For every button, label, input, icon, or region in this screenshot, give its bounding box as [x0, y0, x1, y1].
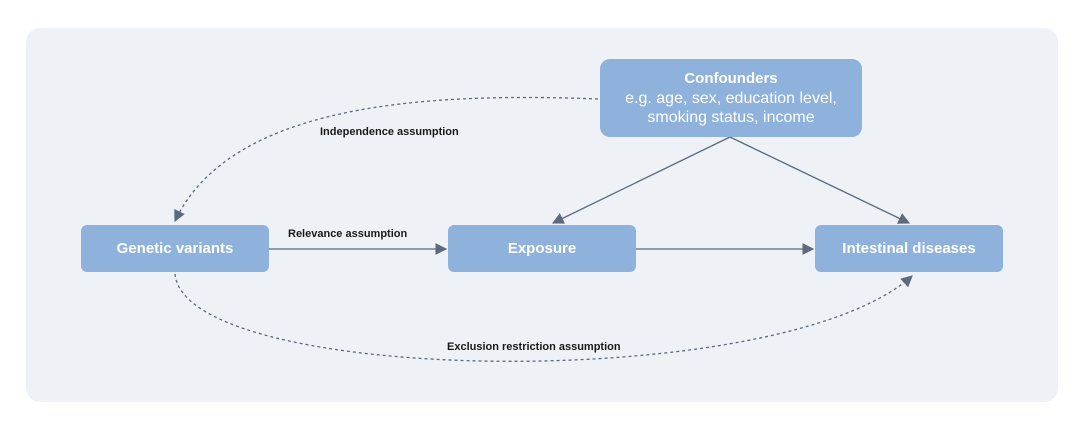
intestinal-diseases-node: Intestinal diseases — [815, 225, 1003, 272]
arrow-confounders-to-exposure — [551, 136, 731, 224]
confounders-detail: e.g. age, sex, education level, smoking … — [625, 89, 837, 126]
confounders-title: Confounders — [684, 69, 778, 87]
confounders-node: Confounders e.g. age, sex, education lev… — [600, 59, 862, 137]
relevance-assumption-label: Relevance assumption — [288, 228, 408, 240]
diagram-panel — [26, 28, 1058, 402]
exposure-title: Exposure — [507, 239, 577, 257]
arrow-exclusion-assumption — [174, 273, 913, 362]
genetic-variants-title: Genetic variants — [116, 239, 234, 257]
exposure-node: Exposure — [448, 225, 636, 272]
arrow-independence-assumption — [174, 96, 599, 223]
independence-assumption-label: Independence assumption — [320, 126, 459, 138]
arrow-confounders-to-diseases — [729, 136, 911, 224]
exclusion-assumption-label: Exclusion restriction assumption — [447, 341, 621, 353]
genetic-variants-node: Genetic variants — [81, 225, 269, 272]
intestinal-diseases-title: Intestinal diseases — [842, 239, 976, 257]
